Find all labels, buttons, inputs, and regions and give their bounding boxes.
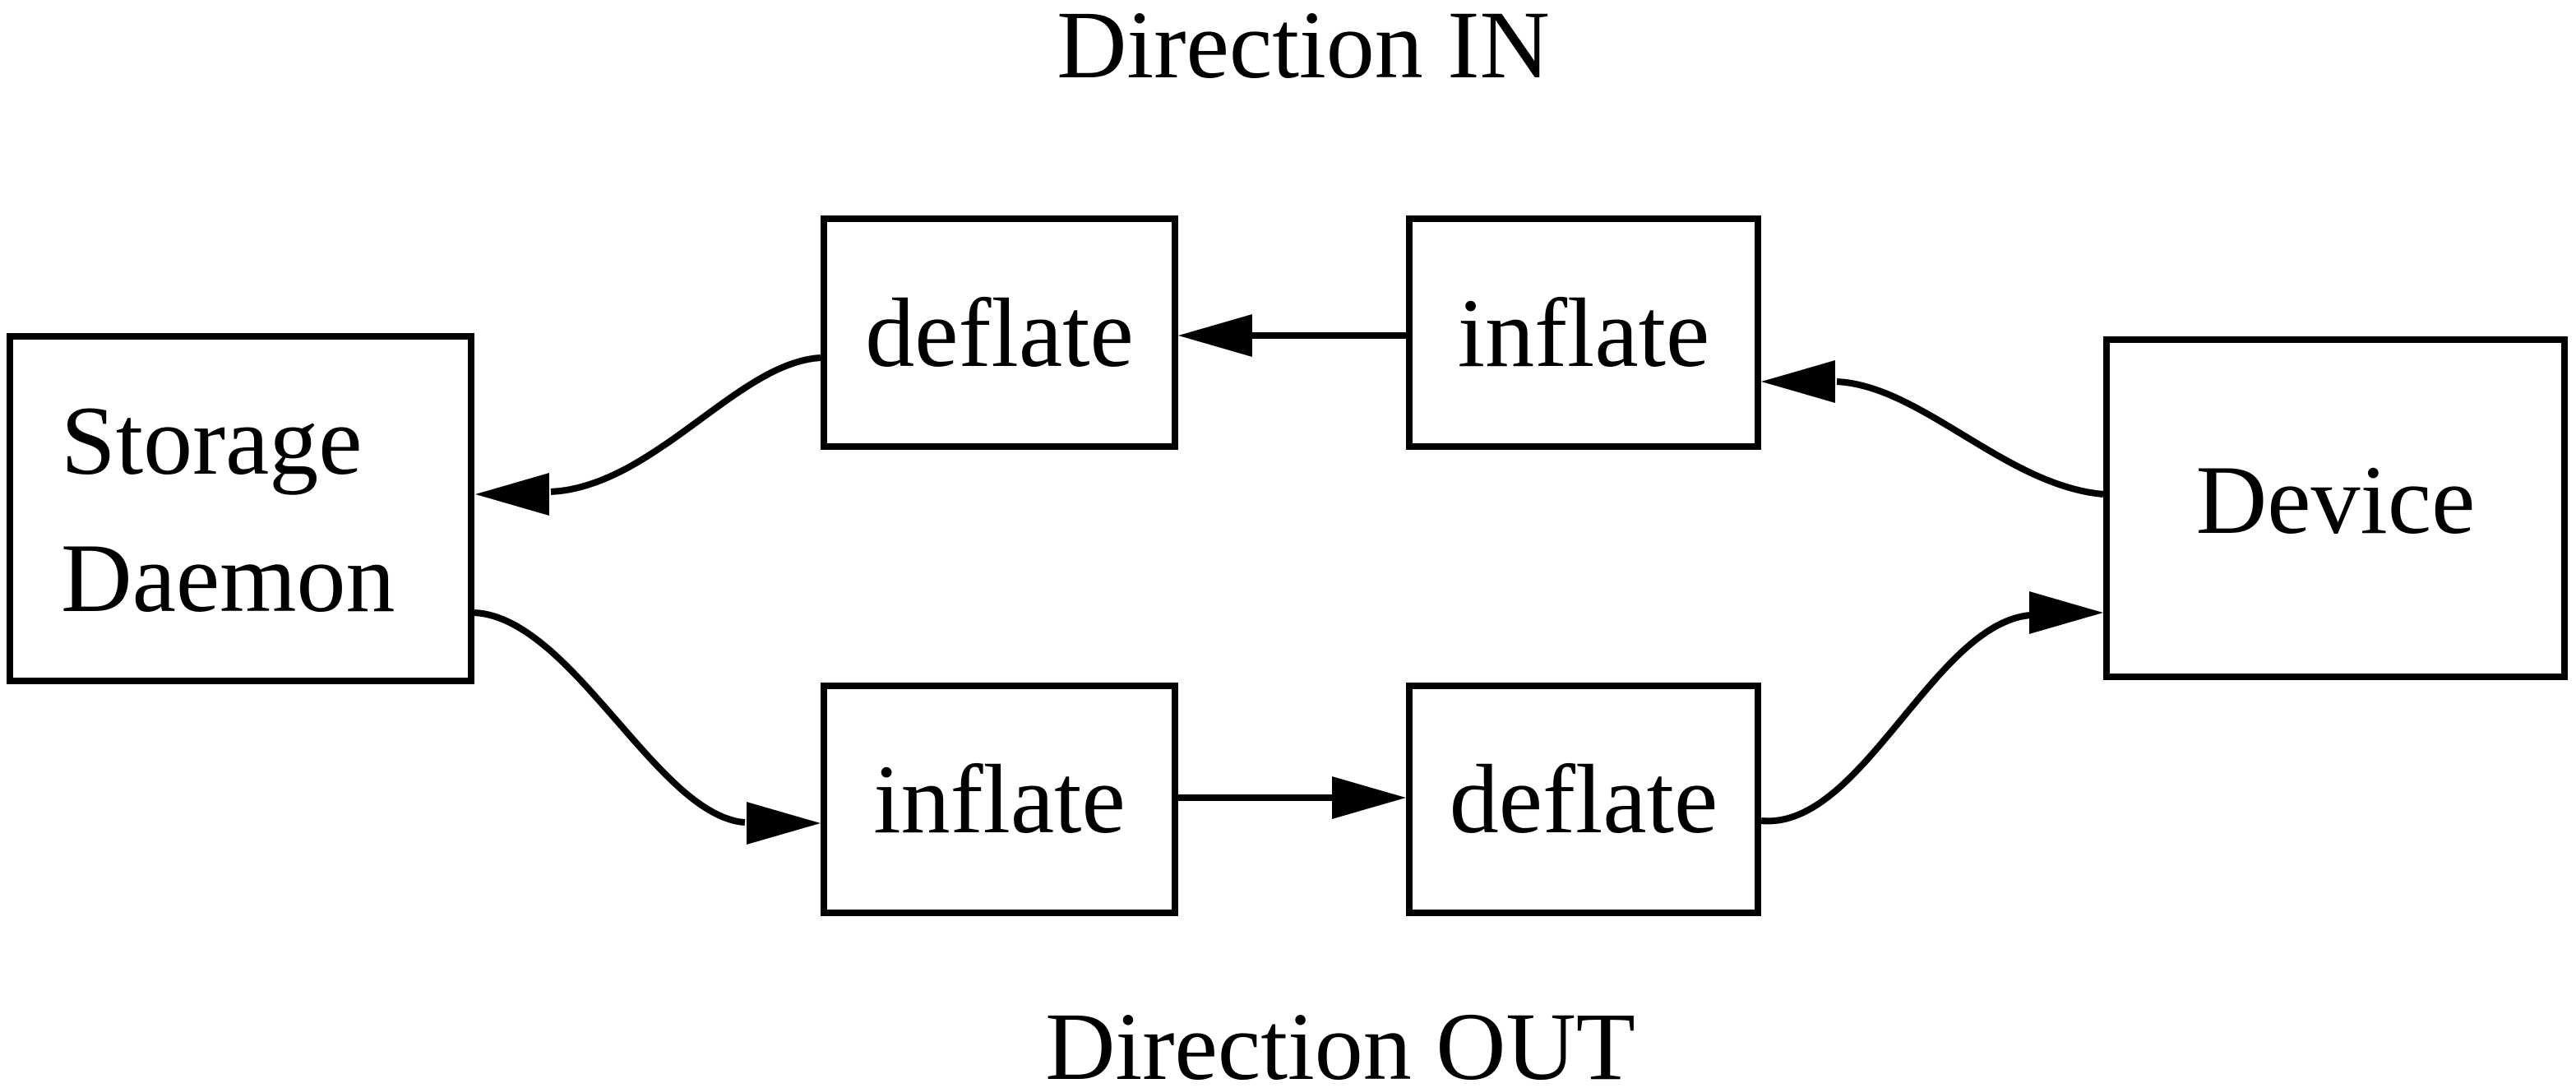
- node-storage-daemon: Storage Daemon: [7, 333, 474, 684]
- node-deflate-bottom: deflate: [1406, 683, 1761, 916]
- arrow-deflate-bottom-to-device: [1760, 591, 2103, 825]
- deflate-bottom-label: deflate: [1449, 744, 1718, 854]
- node-device: Device: [2103, 336, 2568, 680]
- arrow-device-to-inflate-top: [1761, 360, 2104, 498]
- node-inflate-top: inflate: [1406, 215, 1761, 450]
- inflate-bottom-label: inflate: [873, 744, 1126, 854]
- arrow-deflate-top-to-storage-daemon: [475, 354, 821, 516]
- arrow-storage-daemon-to-inflate-bottom: [474, 609, 821, 845]
- device-label: Device: [2195, 445, 2476, 554]
- arrow-inflate-top-to-deflate-top: [1178, 314, 1406, 357]
- node-inflate-bottom: inflate: [821, 683, 1178, 916]
- deflate-top-label: deflate: [865, 277, 1134, 387]
- storage-daemon-label-line2: Daemon: [61, 522, 395, 632]
- inflate-top-label: inflate: [1457, 277, 1710, 387]
- title-direction-in: Direction IN: [1057, 0, 1550, 99]
- node-deflate-top: deflate: [821, 215, 1178, 450]
- arrow-inflate-bottom-to-deflate-bottom: [1178, 776, 1406, 819]
- storage-daemon-label: Storage Daemon: [61, 372, 395, 646]
- storage-daemon-label-line1: Storage: [61, 385, 363, 495]
- title-direction-out: Direction OUT: [1045, 993, 1635, 1088]
